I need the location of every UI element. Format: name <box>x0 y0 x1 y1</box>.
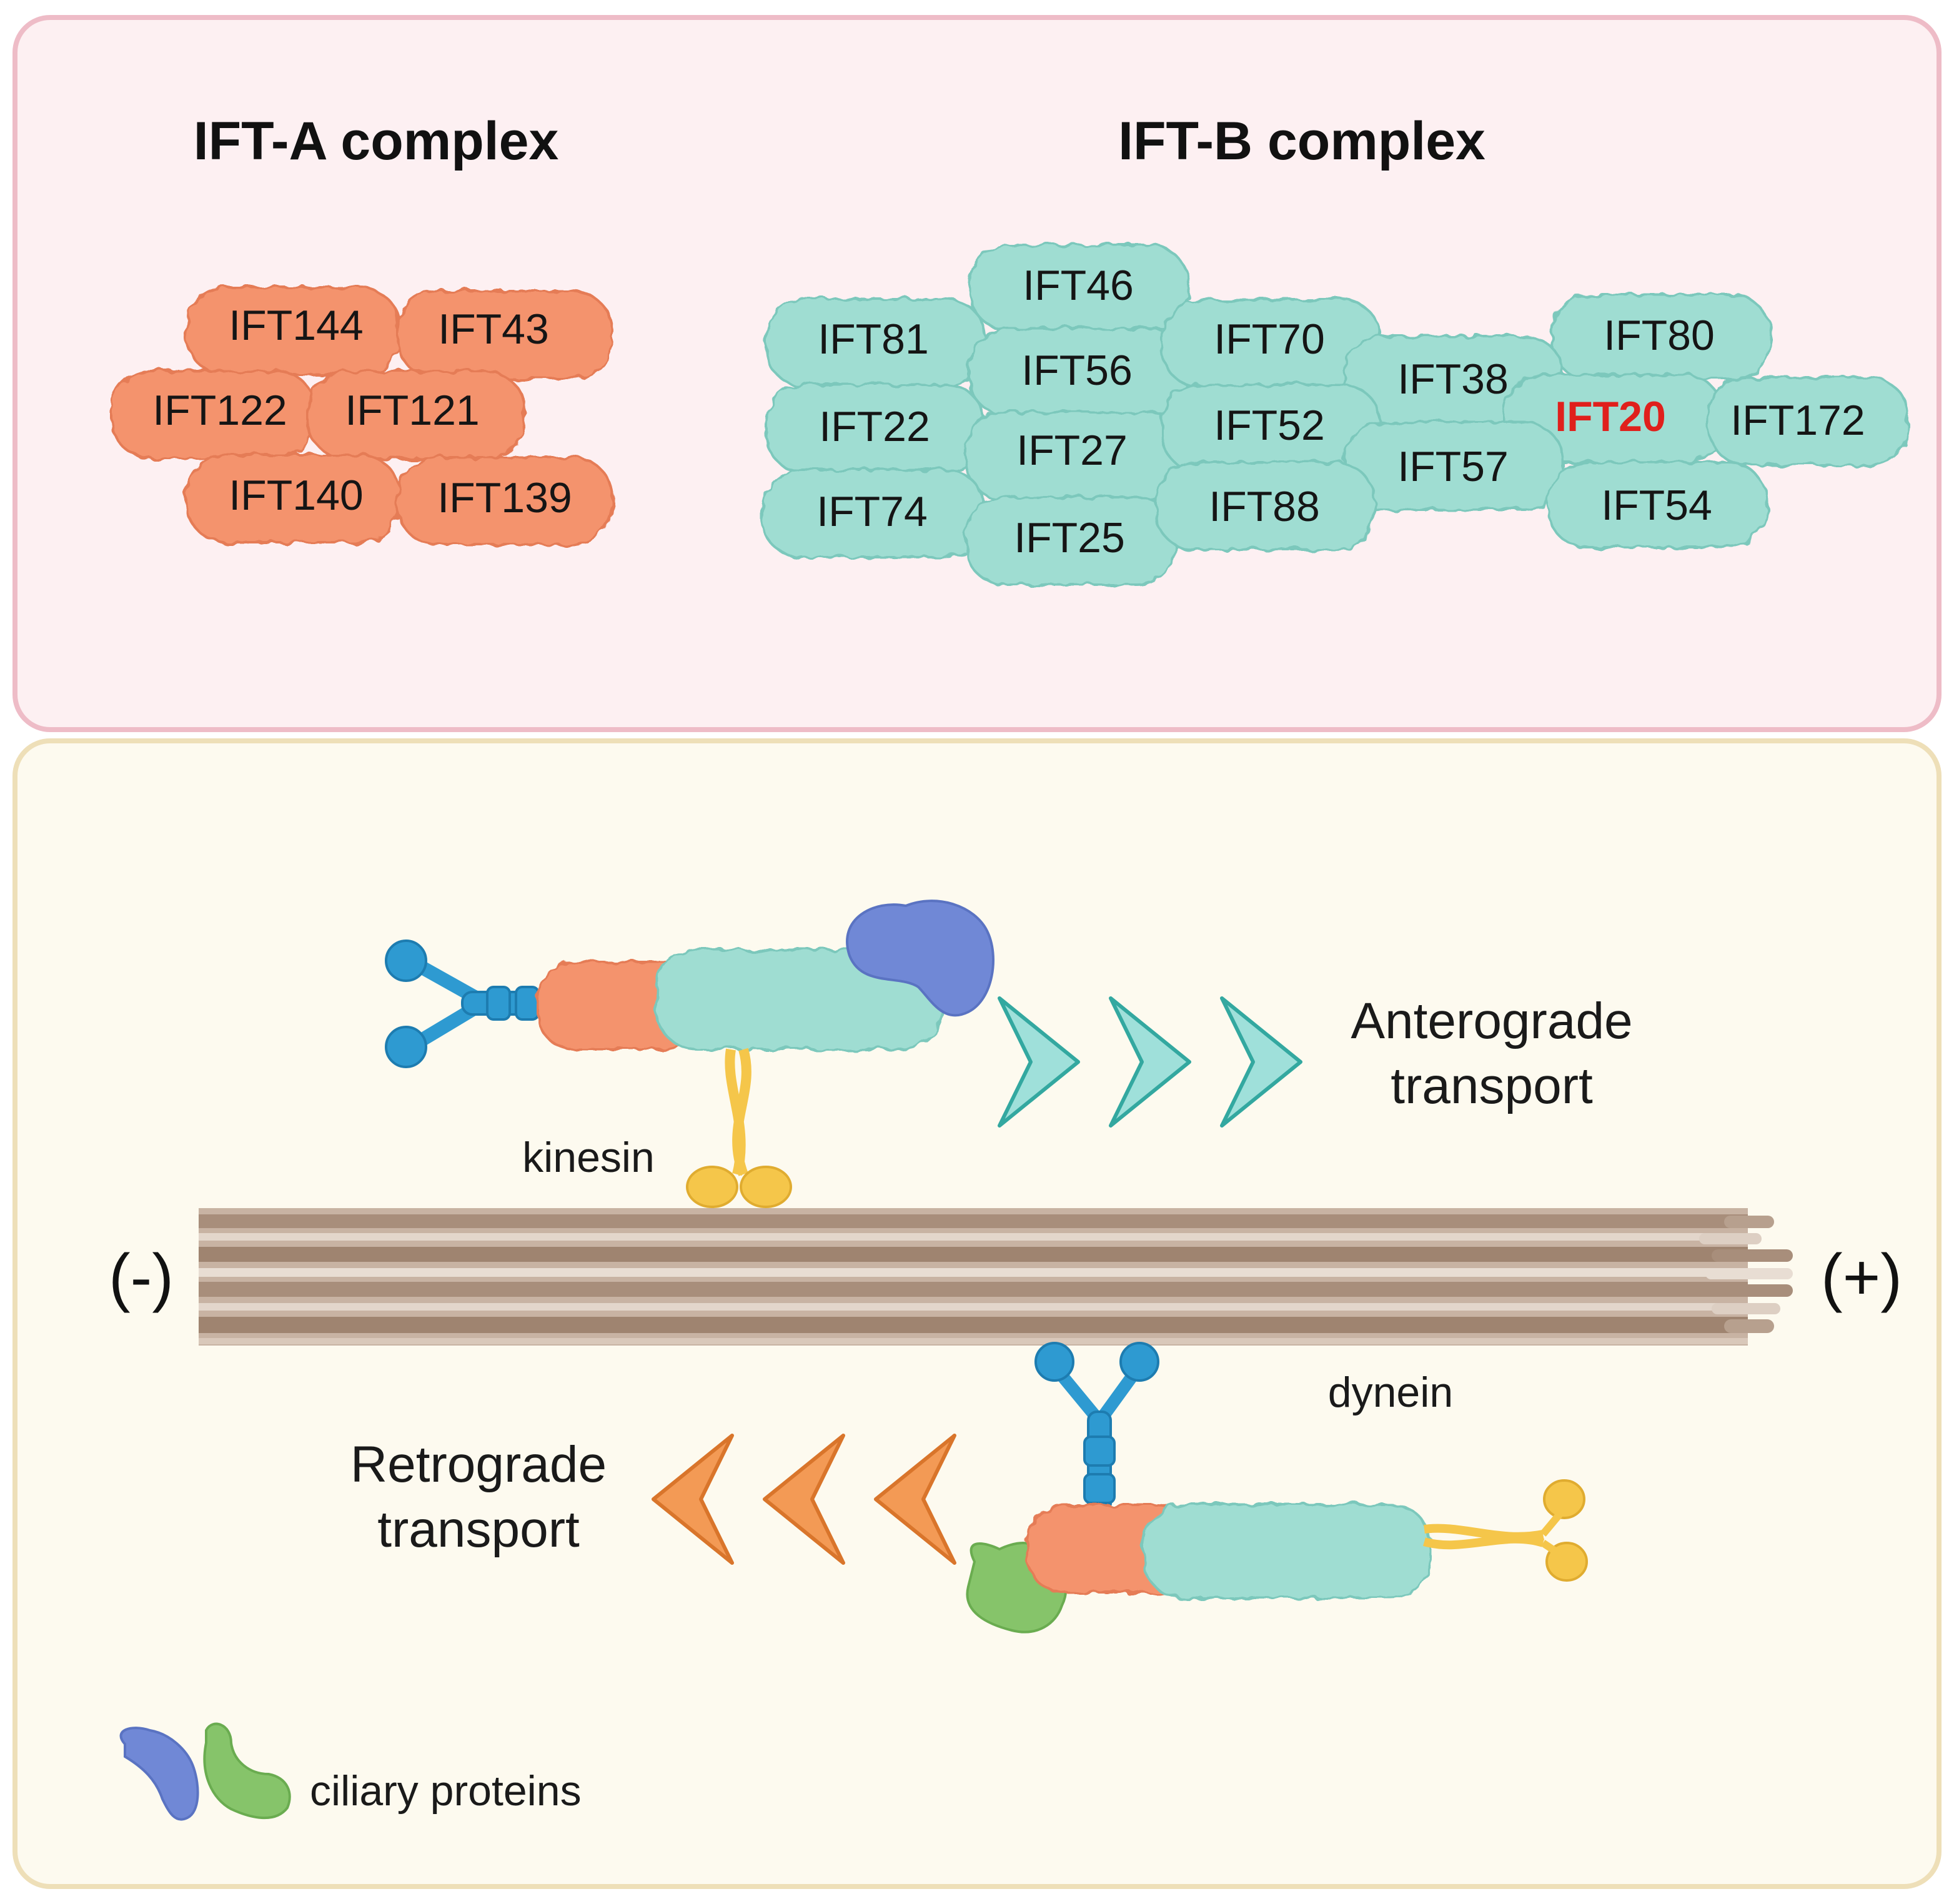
train-bottom-ift-b-segment <box>1142 1503 1432 1599</box>
legend-label: ciliary proteins <box>310 1767 582 1815</box>
ift52-label: IFT52 <box>1214 402 1325 449</box>
ift139-label: IFT139 <box>437 474 572 522</box>
dynein-label: dynein <box>1328 1369 1453 1416</box>
ift139-blob <box>396 456 613 546</box>
ift56-label: IFT56 <box>1021 347 1133 394</box>
ift57-label: IFT57 <box>1397 443 1509 490</box>
ift140-label: IFT140 <box>229 472 363 519</box>
retrograde-arrows <box>652 1434 956 1565</box>
ift25-label: IFT25 <box>1014 514 1125 562</box>
ift121-label: IFT121 <box>345 387 479 434</box>
retrograde-label-line2: transport <box>377 1501 580 1558</box>
dynein-motor <box>1034 1342 1159 1513</box>
ift-a-title: IFT-A complex <box>194 111 559 171</box>
anterograde-label-line2: transport <box>1391 1058 1593 1114</box>
dynein-motor-top <box>385 940 551 1068</box>
ift-a-cluster <box>110 286 613 546</box>
microtubule <box>199 1208 1793 1346</box>
ift38-label: IFT38 <box>1397 355 1509 403</box>
minus-end-label: (-) <box>109 1241 174 1314</box>
plus-end-label: (+) <box>1821 1241 1902 1314</box>
ift-b-title: IFT-B complex <box>1118 111 1485 171</box>
anterograde-label-line1: Anterograde <box>1351 993 1632 1049</box>
ift46-label: IFT46 <box>1023 262 1134 309</box>
retrograde-label-line1: Retrograde <box>350 1436 607 1493</box>
ift-b-labels: IFT46 IFT81 IFT56 IFT70 IFT80 IFT38 IFT2… <box>816 262 1865 562</box>
retrograde-train <box>966 1342 1588 1634</box>
ift122-label: IFT122 <box>152 387 287 434</box>
anterograde-arrows <box>998 996 1302 1128</box>
retrograde-arrow-3 <box>652 1434 734 1565</box>
legend-green-protein-icon <box>203 1722 291 1820</box>
ift20-label: IFT20 <box>1555 393 1666 440</box>
anterograde-arrow-2 <box>1109 996 1191 1128</box>
ift121-blob <box>306 370 526 460</box>
ift27-label: IFT27 <box>1016 427 1128 474</box>
retrograde-arrow-1 <box>874 1434 956 1565</box>
legend-blue-protein-icon <box>119 1727 199 1821</box>
ift81-label: IFT81 <box>818 315 929 363</box>
kinesin-motor-bottom <box>1422 1479 1588 1582</box>
ift88-blob <box>1154 461 1376 551</box>
anterograde-arrow-1 <box>998 996 1080 1128</box>
ift70-label: IFT70 <box>1214 315 1325 363</box>
ift172-blob <box>1707 376 1909 466</box>
cargo-blue-top <box>846 900 994 1017</box>
anterograde-arrow-3 <box>1220 996 1302 1128</box>
ift74-label: IFT74 <box>816 488 928 535</box>
ift54-blob <box>1547 461 1768 548</box>
legend: ciliary proteins <box>119 1722 582 1821</box>
ift-a-labels: IFT144 IFT43 IFT122 IFT121 IFT140 IFT139 <box>152 302 572 522</box>
anterograde-train <box>385 900 994 1208</box>
kinesin-label: kinesin <box>522 1134 655 1181</box>
ift80-label: IFT80 <box>1604 312 1715 359</box>
ift172-label: IFT172 <box>1730 397 1865 444</box>
kinesin-motor <box>686 1048 792 1208</box>
ift22-label: IFT22 <box>819 403 930 450</box>
ift144-label: IFT144 <box>229 302 363 349</box>
ift54-label: IFT54 <box>1601 482 1712 529</box>
ift88-label: IFT88 <box>1209 483 1320 530</box>
ift-b-cluster <box>761 244 1909 586</box>
retrograde-arrow-2 <box>763 1434 845 1565</box>
ift43-label: IFT43 <box>438 305 549 353</box>
